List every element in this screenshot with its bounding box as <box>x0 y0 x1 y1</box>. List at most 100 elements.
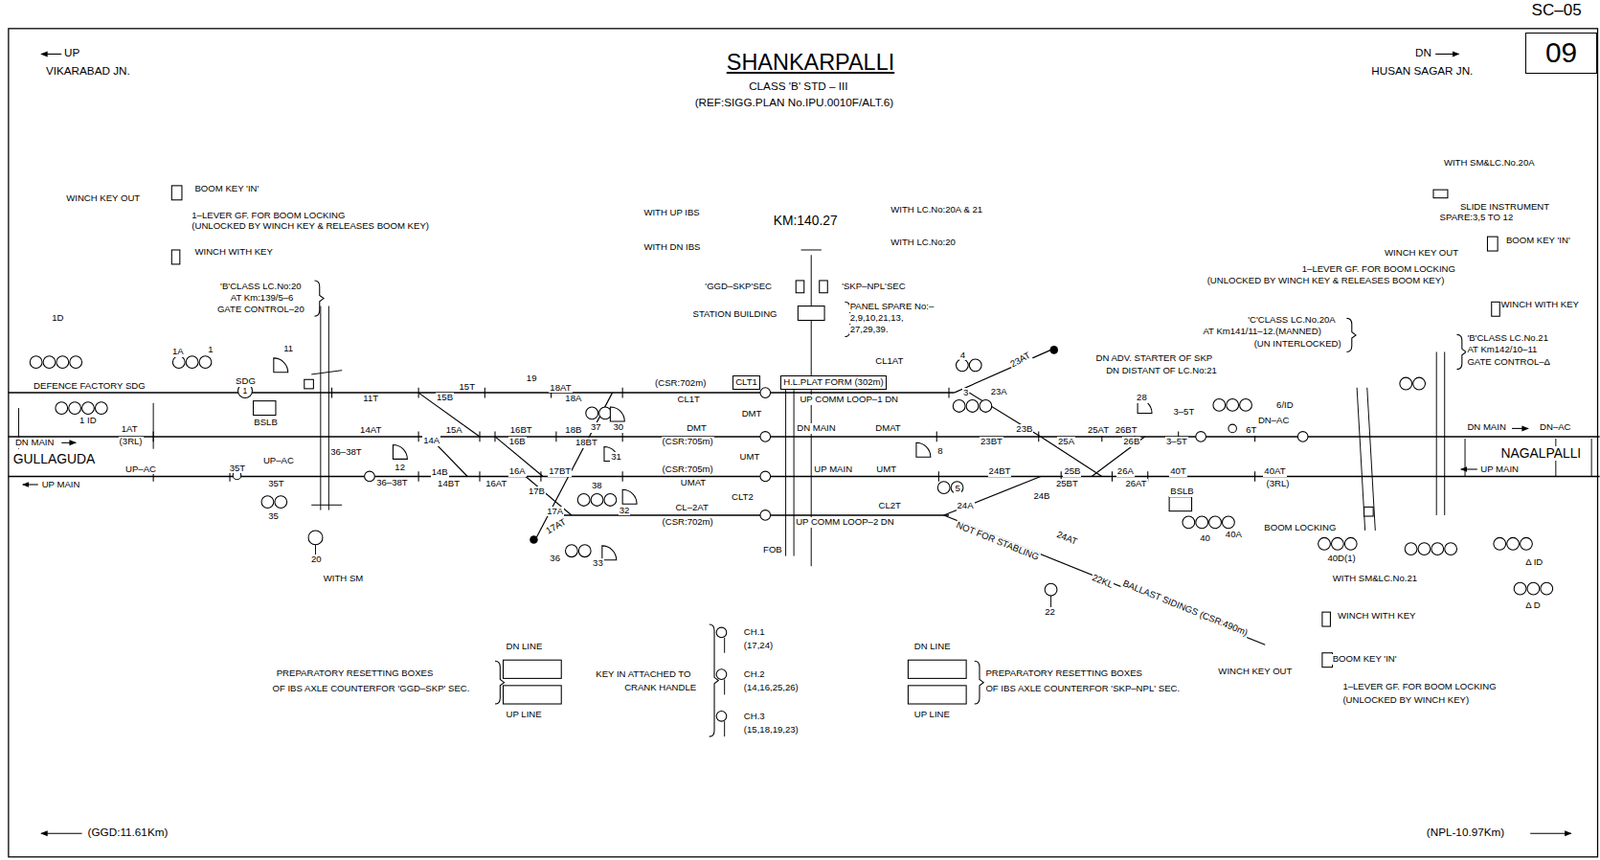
diagram-label: DN–AC <box>1257 415 1290 427</box>
signal-symbol <box>199 356 212 369</box>
diagram-label: STATION BUILDING <box>692 309 779 320</box>
diagram-label: 35T <box>267 478 286 490</box>
direction-arrow <box>1530 833 1572 834</box>
diagram-label: 28 <box>1135 392 1149 404</box>
crossover-line <box>418 392 480 437</box>
diagram-label: WINCH KEY OUT <box>65 193 141 204</box>
diagram-label: WITH DN IBS <box>642 242 701 253</box>
diagram-label: DN LINE <box>913 641 952 653</box>
equipment-box <box>1169 496 1192 512</box>
diagram-label: (UNLOCKED BY WINCH KEY & RELEASES BOOM K… <box>190 221 430 232</box>
insulated-joint <box>418 471 420 482</box>
equipment-box <box>1491 301 1501 316</box>
signal-symbol <box>716 627 727 638</box>
diagram-label: PANEL SPARE No:– <box>849 301 936 313</box>
diagram-label: UP COMM LOOP–1 DN <box>798 394 900 406</box>
diagram-label: CL2T <box>877 500 902 512</box>
diagram-label: 1–LEVER GF. FOR BOOM LOCKING <box>1301 264 1457 275</box>
diagram-label: 18AT <box>548 383 572 394</box>
diagram-label: WITH SM&LC.No.20A <box>1442 157 1536 169</box>
structure-line <box>723 637 725 654</box>
diagram-label: WITH LC.No:20 <box>889 237 957 248</box>
diagram-label: BSLB <box>1169 486 1195 497</box>
insulated-joint <box>947 387 949 399</box>
signal-symbol <box>261 495 274 509</box>
diagram-label: BSLB <box>252 417 279 429</box>
diagram-label: UP MAIN <box>812 464 854 475</box>
signal-symbol <box>590 494 604 507</box>
diagram-label: UMT <box>875 464 898 475</box>
diagram-label: 1 ID <box>78 415 98 427</box>
diagram-label: 37 <box>589 422 603 433</box>
equipment-box <box>907 685 967 704</box>
signal-symbol <box>172 356 185 369</box>
signal-symbol <box>1226 399 1240 412</box>
signal-symbol <box>1444 542 1458 556</box>
structure-line <box>1464 438 1466 476</box>
box-text: H.L.PLAT FORM (302m) <box>783 377 884 388</box>
direction-arrow <box>41 833 83 834</box>
signal-symbol <box>274 495 288 509</box>
diagram-label: 14B <box>430 467 450 478</box>
brace-group <box>314 280 1466 737</box>
diagram-label: 1A <box>171 346 185 358</box>
signal-symbol <box>966 400 979 413</box>
crossover-line <box>1040 436 1103 477</box>
diagram-label: WINCH KEY OUT <box>1383 247 1460 259</box>
equipment-box <box>503 685 563 704</box>
signal-symbol <box>760 387 771 399</box>
insulated-joint <box>1254 471 1256 482</box>
diagram-label: WITH SM <box>322 573 365 585</box>
diagram-label: HUSAN SAGAR JN. <box>1370 65 1474 78</box>
diagram-label: 22KL <box>1089 572 1116 591</box>
crossover-line <box>536 392 613 539</box>
diagram-label: 18A <box>563 393 583 405</box>
diagram-label: 35 <box>267 511 280 522</box>
diagram-label: CL1AT <box>874 356 904 367</box>
insulated-joint <box>494 431 496 443</box>
diagram-label: (3RL) <box>1264 478 1290 490</box>
signal-symbol <box>599 406 612 420</box>
diagram-label: 17AT <box>543 516 569 537</box>
diagram-label: (15,18,19,23) <box>743 724 800 736</box>
shunt-signal <box>622 489 637 504</box>
signal-symbol <box>1330 537 1344 550</box>
diagram-label: KEY IN ATTACHED TO <box>594 669 692 680</box>
signal-symbol <box>68 402 82 415</box>
diagram-label: CRANK HANDLE <box>623 682 698 694</box>
diagram-label: 40A <box>1224 529 1243 541</box>
diagram-label: 22 <box>1043 607 1057 618</box>
direction-arrow <box>61 442 76 444</box>
diagram-label: 24BT <box>988 466 1013 477</box>
diagram-label: 14A <box>422 435 441 447</box>
diagram-label: UP–AC <box>124 464 158 475</box>
signal-symbol <box>56 356 69 369</box>
diagram-label: OF IBS AXLE COUNTERFOR 'GGD–SKP' SEC. <box>270 683 471 695</box>
box-group <box>171 185 1500 704</box>
track-line <box>545 514 949 516</box>
diagram-label: 6T <box>1244 425 1258 436</box>
diagram-label: FOB <box>762 544 784 556</box>
labelled-box: H.L.PLAT FORM (302m) <box>780 375 887 390</box>
diagram-label: 1AT <box>120 424 139 435</box>
diagram-label: 25B <box>1062 466 1082 477</box>
signal-symbol <box>1344 537 1357 550</box>
diagram-label: 32 <box>618 505 631 517</box>
diagram-label: 18B <box>563 425 583 436</box>
diagram-label: (UNLOCKED BY WINCH KEY) <box>1341 695 1470 706</box>
direction-arrows <box>22 53 1572 834</box>
diagram-label: 3–5T <box>1171 406 1195 418</box>
diagram-label: 30 <box>611 422 625 433</box>
bracket <box>1346 317 1356 352</box>
diagram-label: GULLAGUDA <box>12 451 96 467</box>
diagram-label: 15A <box>445 425 464 436</box>
diagram-label: 1 <box>242 386 249 396</box>
labelled-box: 09 <box>1525 32 1598 74</box>
signal-symbol <box>94 402 108 415</box>
direction-arrow <box>41 53 62 55</box>
diagram-label: SLIDE INSTRUMENT <box>1459 202 1551 213</box>
equipment-box <box>1433 189 1448 199</box>
signal-symbol <box>1527 582 1540 595</box>
equipment-box <box>1322 611 1331 627</box>
diagram-label: 24A <box>956 500 975 512</box>
